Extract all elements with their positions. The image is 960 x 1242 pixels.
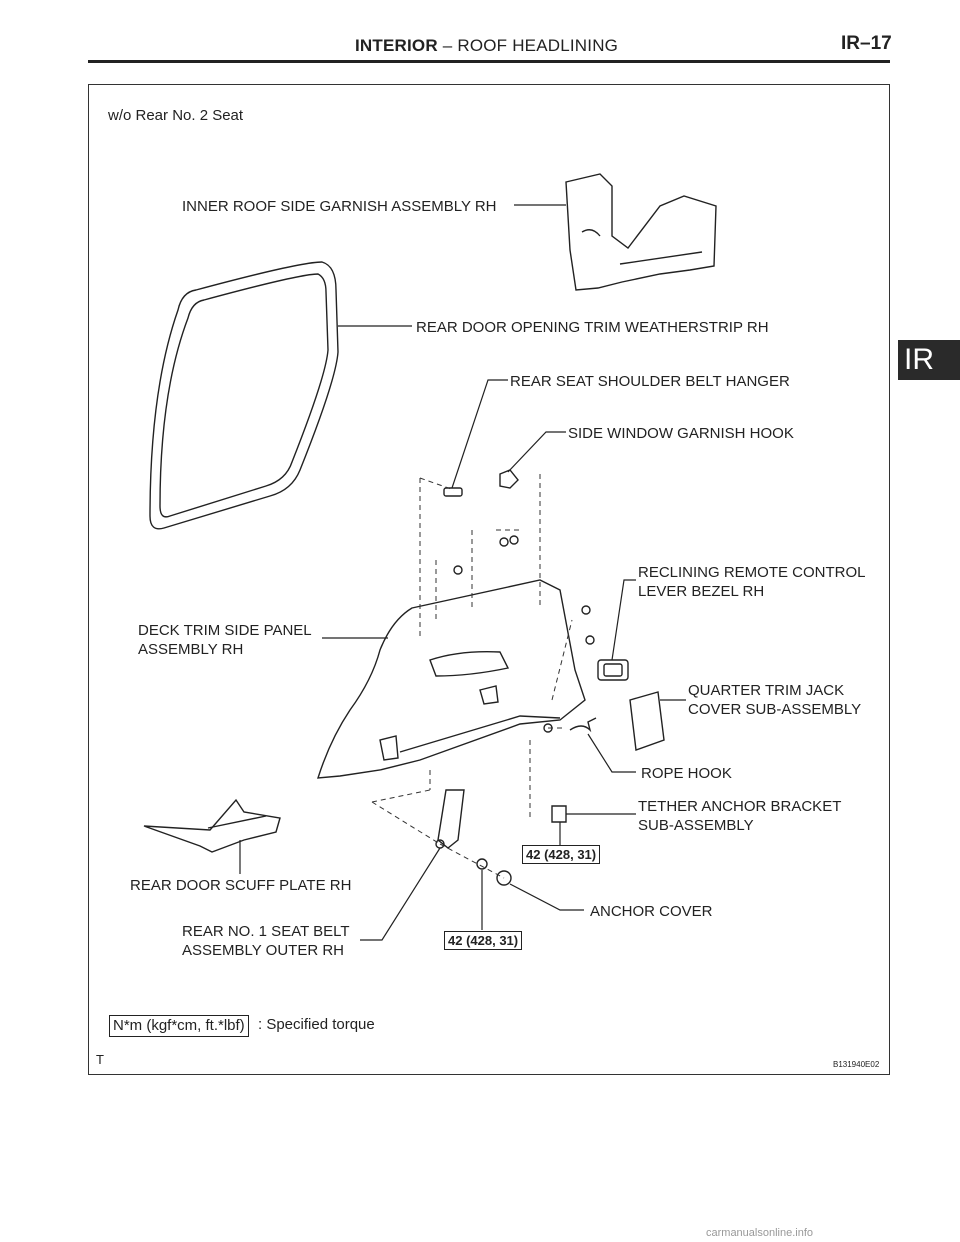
page-header: INTERIOR – ROOF HEADLINING — [355, 36, 618, 56]
corner-mark: T — [96, 1052, 104, 1067]
screw-2 — [499, 537, 509, 547]
scuff-plate-shape — [143, 798, 281, 853]
diagram-frame — [88, 84, 890, 1075]
torque-belt: 42 (428, 31) — [444, 931, 523, 950]
screw-4 — [581, 605, 591, 615]
figure-code: B131940E02 — [833, 1060, 880, 1069]
screw-3 — [453, 565, 463, 575]
label-anchor-cover: ANCHOR COVER — [590, 903, 713, 920]
section-title: INTERIOR — [355, 36, 438, 55]
label-weatherstrip: REAR DOOR OPENING TRIM WEATHERSTRIP RH — [416, 319, 769, 336]
label-belt-line2: ASSEMBLY OUTER RH — [182, 942, 344, 959]
torque-legend-text: : Specified torque — [258, 1016, 375, 1033]
label-jack-cover: QUARTER TRIM JACK COVER SUB-ASSEMBLY — [688, 681, 861, 719]
torque-tether: 42 (428, 31) — [522, 845, 601, 864]
header-separator: – — [442, 36, 453, 55]
leader-bezel — [611, 579, 636, 661]
seat-belt-shape — [437, 789, 465, 849]
leader-seat-belt — [360, 847, 441, 941]
label-tether-line1: TETHER ANCHOR BRACKET — [638, 798, 842, 815]
page-number: IR–17 — [841, 33, 892, 54]
anchor-bolt — [476, 858, 488, 870]
screw-5 — [585, 635, 595, 645]
label-jack-line2: COVER SUB-ASSEMBLY — [688, 701, 862, 718]
window-hook-shape — [499, 469, 519, 489]
rope-hook-shape — [569, 717, 597, 733]
label-rope-hook: ROPE HOOK — [641, 765, 732, 782]
condition-label: w/o Rear No. 2 Seat — [108, 107, 244, 124]
header-rule — [88, 60, 890, 63]
section-tab: IR — [898, 340, 960, 380]
leader-rope-hook — [587, 733, 636, 773]
leader-belt-hanger — [451, 379, 508, 489]
jack-cover-shape — [629, 691, 665, 751]
leader-anchor-cover — [509, 883, 584, 911]
label-inner-roof-garnish: INNER ROOF SIDE GARNISH ASSEMBLY RH — [182, 198, 497, 215]
weatherstrip-shape — [149, 261, 339, 530]
belt-hanger-shape — [443, 487, 463, 497]
tether-bracket-shape — [551, 805, 567, 823]
label-tether-line2: SUB-ASSEMBLY — [638, 817, 754, 834]
watermark: carmanualsonline.info — [706, 1227, 814, 1239]
torque-legend-unit: N*m (kgf*cm, ft.*lbf) — [109, 1015, 249, 1037]
bezel-shape — [597, 659, 629, 681]
label-deck-line1: DECK TRIM SIDE PANEL — [138, 622, 312, 639]
label-bezel: RECLINING REMOTE CONTROL LEVER BEZEL RH — [638, 563, 866, 601]
label-window-hook: SIDE WINDOW GARNISH HOOK — [568, 425, 794, 442]
label-deck-panel: DECK TRIM SIDE PANEL ASSEMBLY RH — [138, 621, 312, 659]
anchor-cover-shape — [496, 870, 512, 886]
label-scuff-plate: REAR DOOR SCUFF PLATE RH — [130, 877, 352, 894]
inner-roof-garnish-shape — [565, 173, 717, 291]
label-belt-hanger: REAR SEAT SHOULDER BELT HANGER — [510, 373, 790, 390]
label-seat-belt: REAR NO. 1 SEAT BELT ASSEMBLY OUTER RH — [182, 922, 350, 960]
screw-1 — [509, 535, 519, 545]
label-jack-line1: QUARTER TRIM JACK — [688, 682, 845, 699]
label-deck-line2: ASSEMBLY RH — [138, 641, 244, 658]
label-belt-line1: REAR NO. 1 SEAT BELT — [182, 923, 350, 940]
label-bezel-line1: RECLINING REMOTE CONTROL — [638, 564, 866, 581]
subsection-title: ROOF HEADLINING — [457, 36, 619, 55]
deck-trim-panel-shape — [317, 579, 586, 779]
leader-window-hook — [507, 431, 566, 473]
label-bezel-line2: LEVER BEZEL RH — [638, 583, 765, 600]
label-tether: TETHER ANCHOR BRACKET SUB-ASSEMBLY — [638, 797, 841, 835]
